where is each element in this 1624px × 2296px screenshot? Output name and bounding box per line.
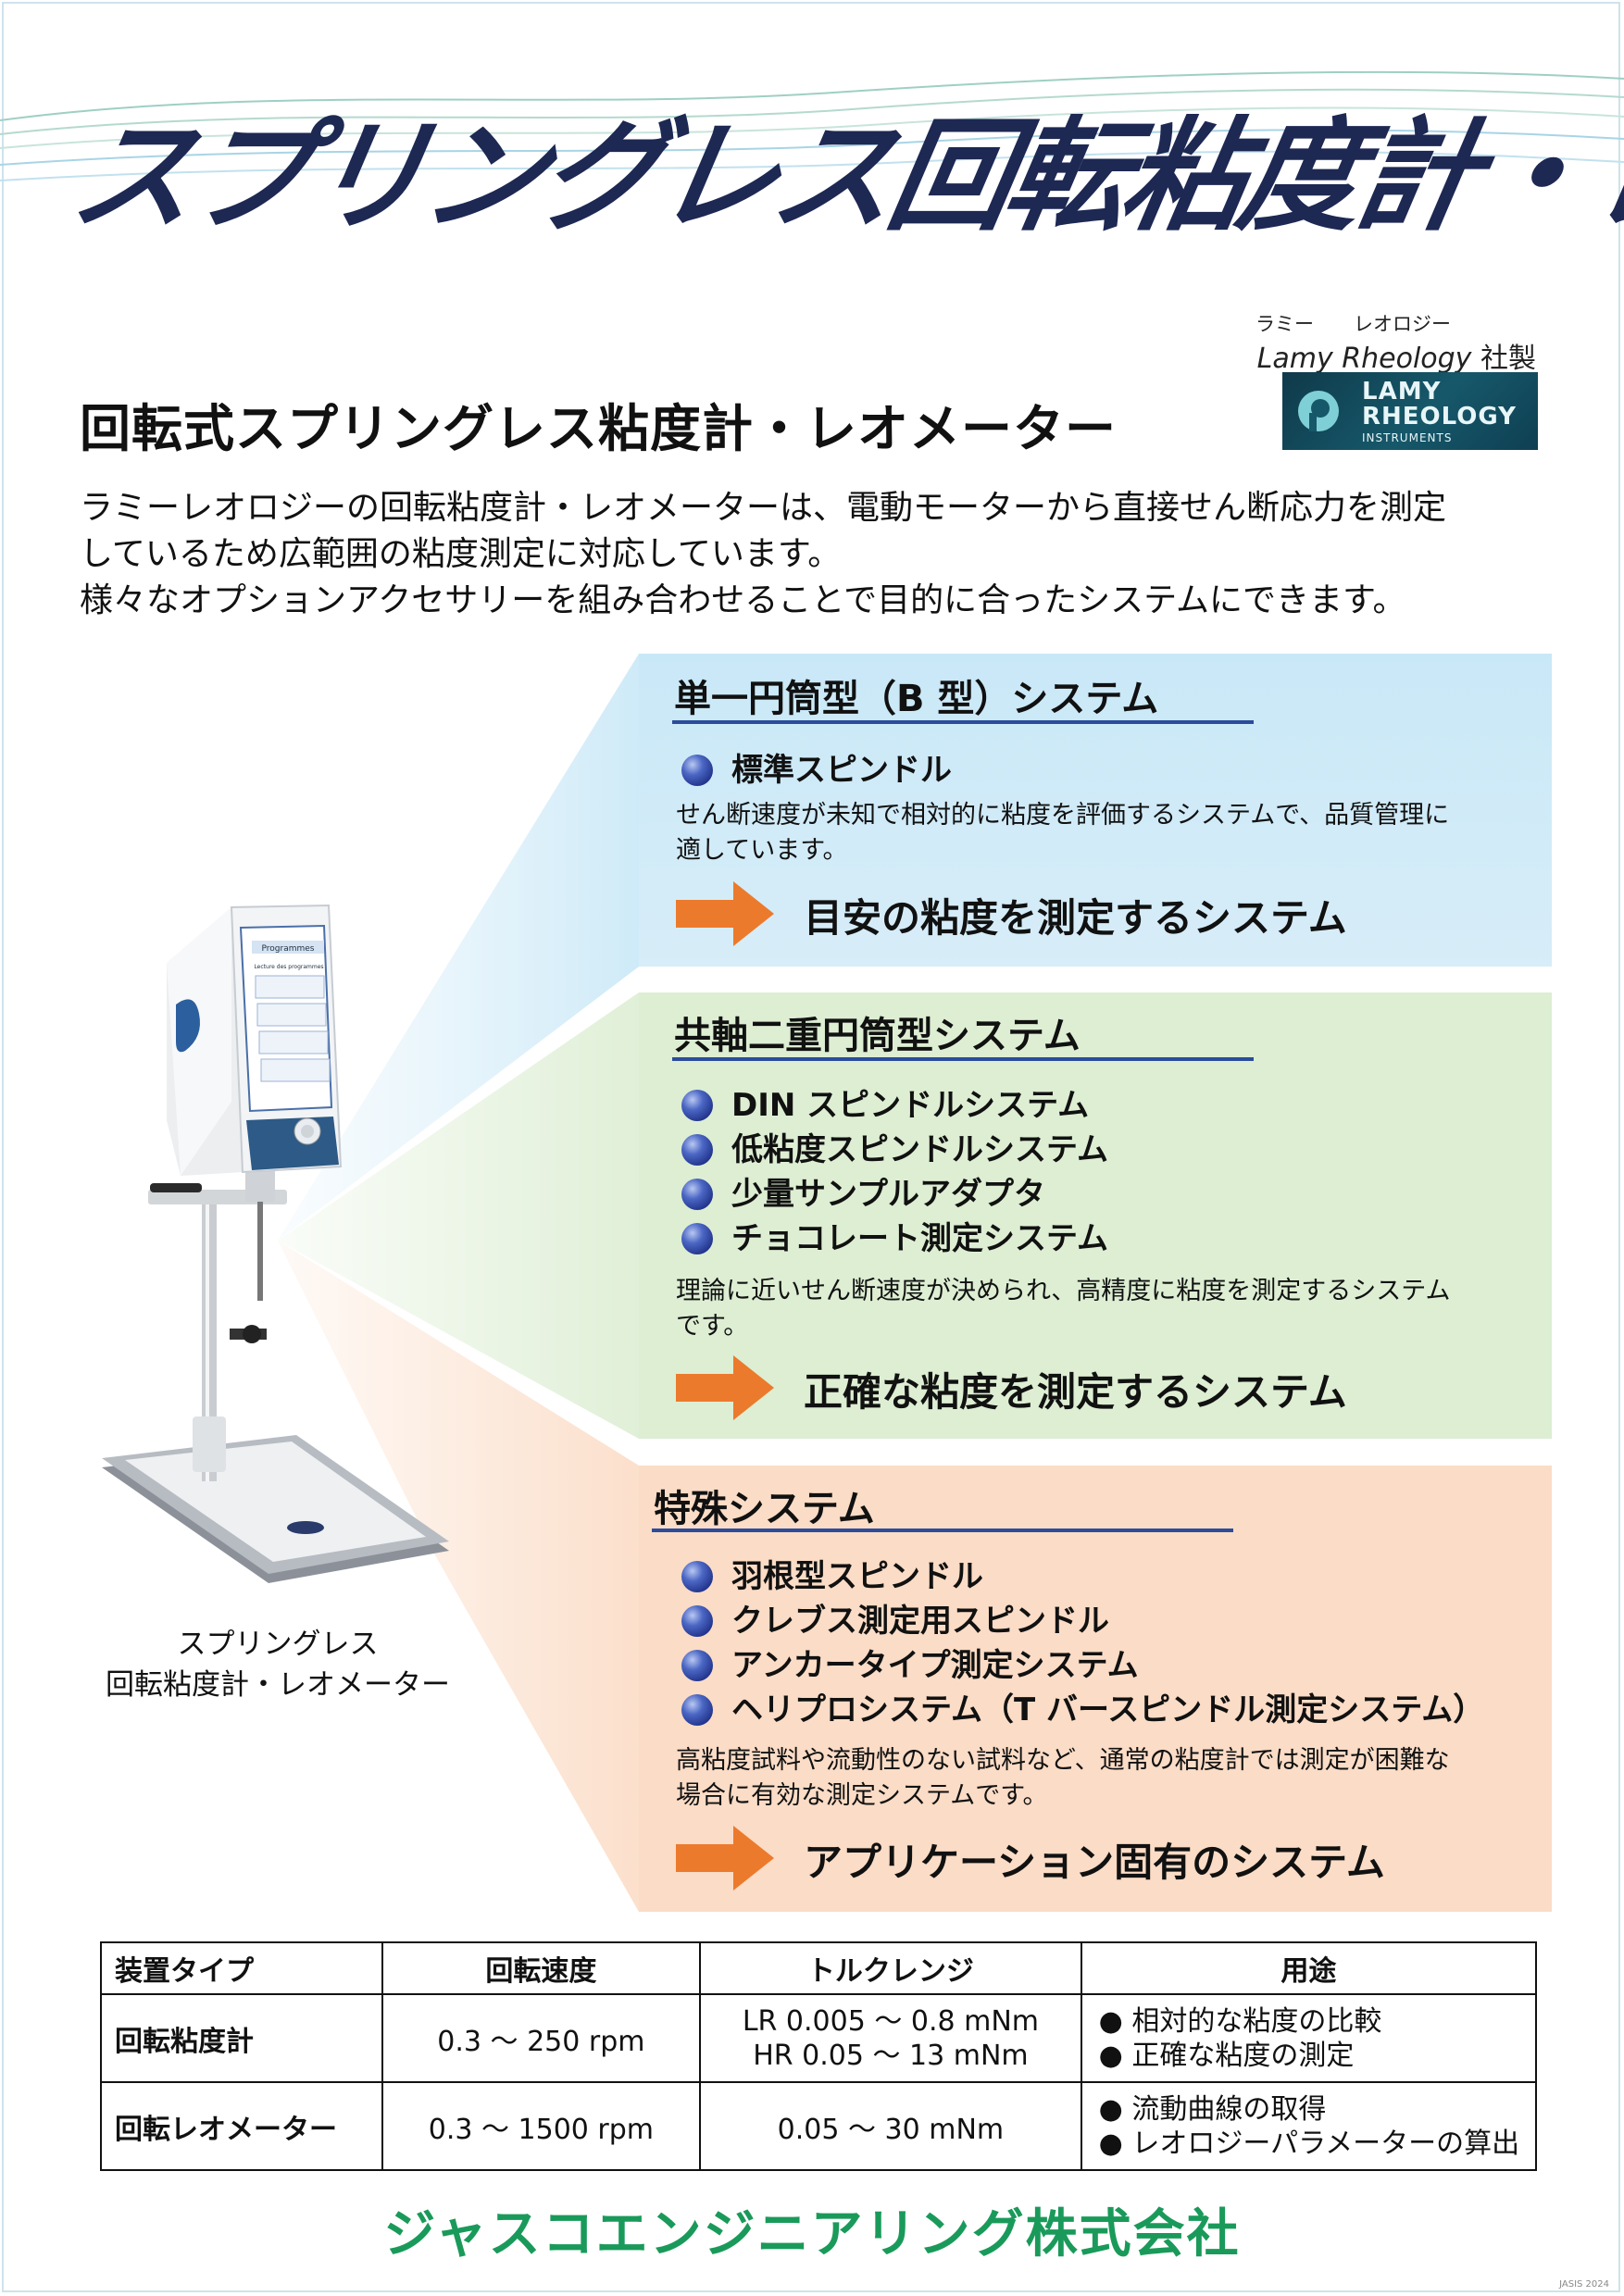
table-cell-torque: 0.05 ～ 30 mNm [699,2081,1082,2171]
intro-line: 様々なオプションアクセサリーを組み合わせることで目的に合ったシステムにできます。 [80,581,1406,619]
arrow-right-icon [676,881,774,946]
lamy-rheology-logo: LAMY RHEOLOGY INSTRUMENTS [1282,372,1538,450]
panel-result: 正確な粘度を測定するシステム [804,1369,1347,1415]
bullet-icon [681,1223,713,1254]
decorative-waves [0,70,1624,181]
panel-description: せん断速度が未知で相対的に粘度を評価するシステムで、品質管理に適しています。 [676,801,1450,865]
arrow-right-icon [676,1826,774,1890]
panel-title-underline [672,1057,1254,1061]
panel-coaxial-cylinder: 共軸二重円筒型システム DIN スピンドルシステム 低粘度スピンドルシステム 少… [639,992,1552,1439]
bullet-item: 標準スピンドル [681,744,952,790]
table-row: 回転レオメーター 0.3 ～ 1500 rpm 0.05 ～ 30 mNm ● … [100,2081,1538,2171]
logo-line-1: LAMY [1362,378,1442,406]
table-header: トルクレンジ [699,1941,1082,1995]
bullet-item: 羽根型スピンドル [681,1551,983,1596]
panel-title-underline [652,1529,1233,1532]
table-header: 装置タイプ [100,1941,383,1995]
bullet-icon [681,1605,713,1637]
panel-result: アプリケーション固有のシステム [804,1840,1385,1885]
table-header-row: 装置タイプ 回転速度 トルクレンジ 用途 [100,1941,1538,1995]
bullet-item: ヘリプロシステム（T バースピンドル測定システム） [681,1684,1484,1729]
company-name: ジャスコエンジニアリング株式会社 [383,2204,1241,2265]
device-caption: スプリングレス 回転粘度計・レオメーター [106,1628,450,1702]
panel-title: 共軸二重円筒型システム [674,1015,1081,1057]
bullet-icon [681,755,713,786]
bullet-icon [681,1179,713,1210]
panel-title-underline [672,720,1254,724]
bullet-item: チョコレート測定システム [681,1213,1108,1258]
table-cell-speed: 0.3 ～ 1500 rpm [381,2081,702,2171]
bullet-icon [681,1090,713,1121]
panel-description: 理論に近いせん断速度が決められ、高精度に粘度を測定するシステムです。 [676,1277,1451,1341]
subtitle: 回転式スプリングレス粘度計・レオメーター [80,399,1118,458]
projection-beams [278,654,639,1912]
table-header: 用途 [1080,1941,1538,1995]
bullet-icon [681,1650,713,1681]
table-cell-type: 回転粘度計 [100,1993,383,2083]
bullet-item: 低粘度スピンドルシステム [681,1124,1108,1169]
bullet-item: アンカータイプ測定システム [681,1640,1139,1685]
panel-single-cylinder: 単一円筒型（B 型）システム 標準スピンドル せん断速度が未知で相対的に粘度を評… [639,654,1552,967]
panel-special-system: 特殊システム 羽根型スピンドル クレブス測定用スピンドル アンカータイプ測定シス… [639,1466,1552,1912]
lamy-logo-icon [1298,391,1339,431]
bullet-item: クレブス測定用スピンドル [681,1595,1109,1641]
panel-title: 特殊システム [654,1488,875,1530]
maker-ruby-rheology: レオロジー [1354,313,1451,335]
device-screen-header: Programmes [262,944,315,954]
device-screen-subheader: Lecture des programmes [254,964,323,970]
table-cell-speed: 0.3 ～ 250 rpm [381,1993,702,2083]
spec-table: 装置タイプ 回転速度 トルクレンジ 用途 回転粘度計 0.3 ～ 250 rpm… [100,1941,1538,2171]
panel-result: 目安の粘度を測定するシステム [804,895,1347,941]
table-cell-type: 回転レオメーター [100,2081,383,2171]
maker-suffix: 社製 [1471,343,1536,375]
viscometer-device-image: Programmes Lecture des programmes [102,904,449,1583]
table-cell-uses: ● 相対的な粘度の比較● 正確な粘度の測定 [1080,1993,1538,2083]
intro-line: しているため広範囲の粘度測定に対応しています。 [80,535,842,573]
table-cell-uses: ● 流動曲線の取得● レオロジーパラメーターの算出 [1080,2081,1538,2171]
intro-paragraph: ラミーレオロジーの回転粘度計・レオメーターは、電動モーターから直接せん断応力を測… [80,485,1580,624]
bullet-item: DIN スピンドルシステム [681,1079,1089,1125]
intro-line: ラミーレオロジーの回転粘度計・レオメーターは、電動モーターから直接せん断応力を測… [80,489,1447,527]
bullet-item: 少量サンプルアダプタ [681,1168,1045,1214]
logo-line-3: INSTRUMENTS [1362,431,1453,444]
maker-name: Lamy Rheology [1256,343,1472,375]
maker-ruby-lamy: ラミー [1255,313,1314,335]
bullet-icon [681,1561,713,1592]
bullet-icon [681,1134,713,1166]
arrow-right-icon [676,1355,774,1420]
table-header: 回転速度 [381,1941,702,1995]
bullet-icon [681,1694,713,1726]
panel-description: 高粘度試料や流動性のない試料など、通常の粘度計では測定が困難な場合に有効な測定シ… [676,1746,1450,1810]
logo-line-2: RHEOLOGY [1362,403,1517,430]
panel-title: 単一円筒型（B 型）システム [674,678,1159,720]
event-tag: JASIS 2024 [1559,2279,1609,2290]
maker-label: Lamy Rheology 社製 [1257,335,1536,376]
